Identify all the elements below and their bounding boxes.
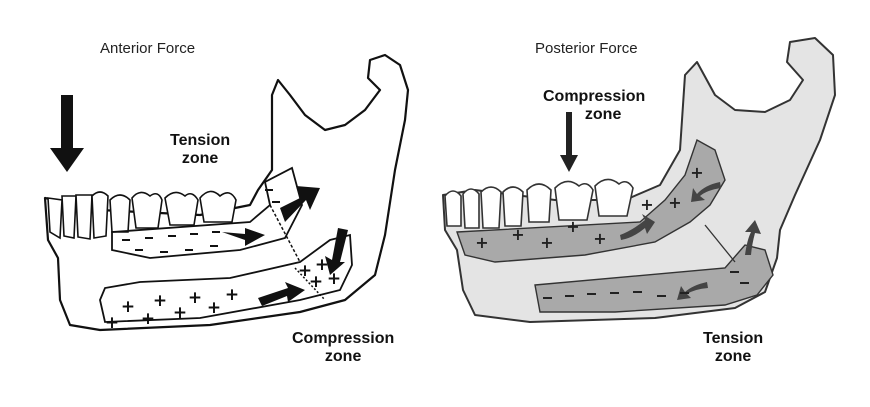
stress-arrow-icon	[691, 182, 721, 202]
tooth-icon	[131, 191, 163, 229]
stress-arrow-icon	[258, 282, 305, 306]
plus-sign-icon: +	[668, 193, 681, 212]
stress-arrow-icon	[325, 228, 348, 275]
teeth-row	[47, 190, 237, 240]
tooth-icon	[47, 197, 63, 240]
minus-signs	[543, 271, 749, 299]
tooth-icon	[199, 190, 237, 223]
plus-signs: + + + + + + + + + + + +	[105, 255, 341, 333]
panel-title-posterior: Posterior Force	[535, 40, 638, 57]
tooth-icon	[554, 180, 594, 221]
minus-signs	[122, 189, 280, 253]
plus-sign-icon: +	[105, 313, 119, 333]
posterior-force-panel: Posterior Force	[435, 0, 870, 407]
tooth-icon	[526, 183, 552, 223]
stress-arrow-icon	[222, 228, 265, 246]
plus-signs: + + + + + + + +	[475, 163, 703, 252]
tooth-icon	[61, 195, 77, 239]
stress-arrow-icon	[280, 186, 320, 222]
mandible-outline	[43, 53, 410, 332]
plus-sign-icon: +	[475, 233, 488, 252]
plus-sign-icon: +	[121, 297, 135, 317]
plus-sign-icon: +	[640, 195, 653, 214]
tooth-icon	[480, 186, 502, 229]
stress-arrow-icon	[620, 214, 655, 240]
tension-zone-label: Tension zone	[703, 330, 764, 366]
plus-sign-icon: +	[566, 217, 579, 236]
compression-zone-label: Compression zone	[292, 330, 395, 366]
tooth-icon	[109, 194, 131, 233]
plus-sign-icon: +	[225, 285, 239, 305]
tooth-icon	[164, 191, 199, 226]
plus-sign-icon: +	[141, 309, 155, 329]
panel-title-anterior: Anterior Force	[100, 40, 196, 57]
zone-divider	[704, 224, 736, 263]
tooth-icon	[502, 186, 524, 227]
stress-arrow-icon	[745, 220, 761, 255]
teeth-row	[444, 178, 634, 229]
anterior-force-panel: Anterior Force	[43, 40, 410, 366]
plus-sign-icon: +	[298, 261, 312, 281]
plus-sign-icon: +	[207, 298, 221, 318]
plus-sign-icon: +	[188, 288, 202, 308]
posterior-mandible-diagram: + + + + + + + +	[442, 37, 836, 323]
tension-zone-region	[534, 244, 774, 313]
tension-zone-label: Tension zone	[170, 132, 231, 168]
zone-divider	[269, 204, 301, 263]
plus-sign-icon: +	[173, 303, 187, 323]
plus-sign-icon: +	[309, 272, 323, 292]
plus-sign-icon: +	[690, 163, 703, 182]
compression-zone-region	[99, 233, 353, 323]
plus-sign-icon: +	[315, 255, 329, 275]
plus-sign-icon: +	[511, 225, 524, 244]
plus-sign-icon: +	[540, 233, 553, 252]
tooth-icon	[444, 190, 462, 227]
force-arrow-icon	[560, 112, 578, 172]
force-arrow-icon	[50, 95, 84, 172]
tension-zone-region	[111, 166, 303, 259]
compression-zone-label: Compression zone	[543, 88, 646, 124]
plus-sign-icon: +	[153, 291, 167, 311]
anterior-mandible-diagram: + + + + + + + + + + + +	[43, 53, 410, 333]
tooth-icon	[594, 178, 634, 217]
stress-arrow-icon	[677, 282, 708, 300]
zone-divider	[294, 267, 326, 301]
compression-zone-region	[456, 138, 726, 263]
plus-sign-icon: +	[327, 269, 341, 289]
tooth-icon	[75, 194, 93, 240]
plus-sign-icon: +	[593, 229, 606, 248]
tooth-icon	[91, 191, 109, 239]
tooth-icon	[462, 188, 480, 229]
